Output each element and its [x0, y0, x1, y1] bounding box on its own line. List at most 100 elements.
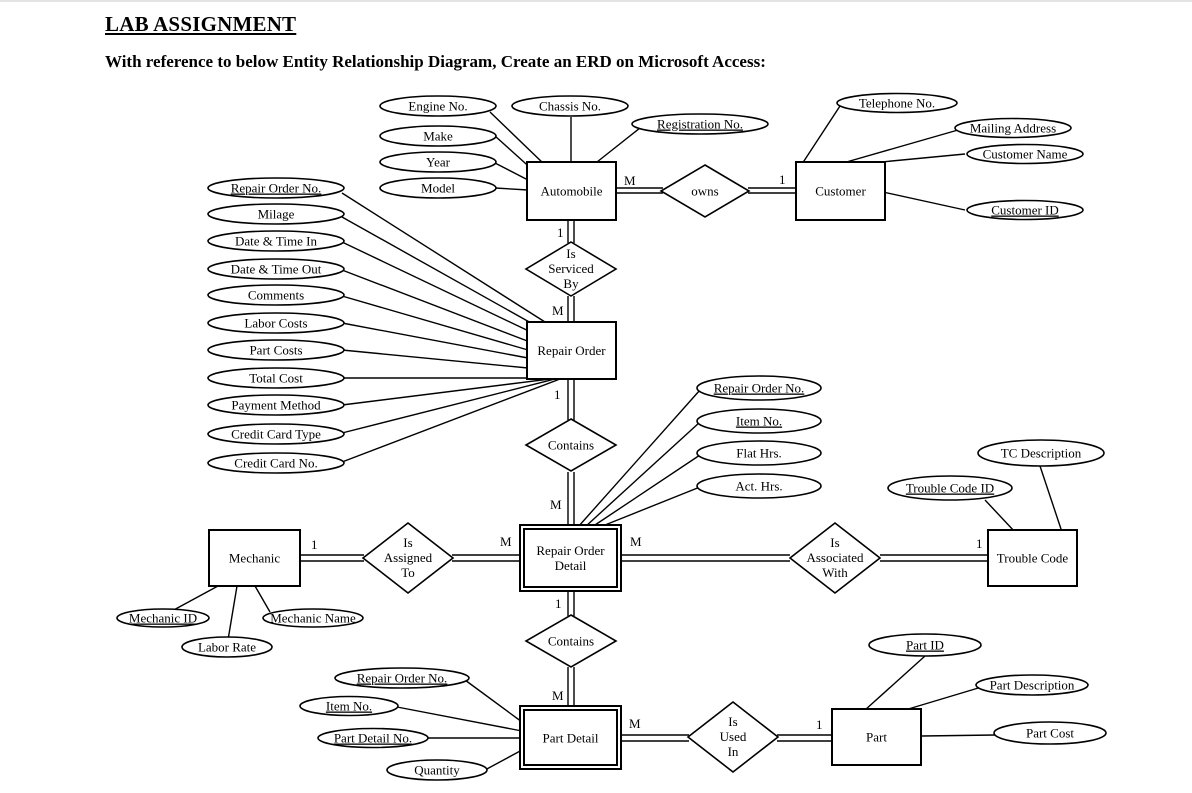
- svg-text:Payment Method: Payment Method: [231, 398, 321, 413]
- attr-credit-card-no: Credit Card No.: [207, 452, 345, 474]
- attr-year: Year: [379, 151, 497, 173]
- entity-repair-order: Repair Order: [526, 321, 617, 380]
- svg-text:Customer Name: Customer Name: [983, 147, 1068, 162]
- card-ro-serviced: M: [552, 303, 564, 318]
- svg-text:Part Cost: Part Cost: [1026, 726, 1074, 741]
- relationship-connectors: [300, 187, 988, 742]
- svg-text:Repair Order No.: Repair Order No.: [231, 181, 322, 196]
- attr-credit-card-type: Credit Card Type: [207, 423, 345, 445]
- svg-text:Repair Order No.: Repair Order No.: [357, 671, 448, 686]
- svg-text:Flat Hrs.: Flat Hrs.: [736, 446, 782, 461]
- svg-text:Model: Model: [421, 181, 455, 196]
- svg-text:Automobile: Automobile: [540, 184, 602, 199]
- rel-owns: owns: [659, 164, 751, 218]
- svg-text:Year: Year: [426, 155, 451, 170]
- attr-labor-costs: Labor Costs: [207, 312, 345, 334]
- attr-customer-name: Customer Name: [966, 143, 1084, 165]
- svg-text:Is: Is: [566, 246, 575, 261]
- rel-is-serviced-by: Is Serviced By: [524, 241, 618, 297]
- svg-text:Quantity: Quantity: [414, 763, 460, 778]
- svg-text:Detail: Detail: [555, 558, 587, 573]
- attr-date-time-in: Date & Time In: [207, 230, 345, 252]
- svg-text:Trouble Code: Trouble Code: [997, 551, 1069, 566]
- rel-is-assigned-to: Is Assigned To: [361, 521, 455, 595]
- svg-text:In: In: [728, 744, 739, 759]
- svg-text:Assigned: Assigned: [384, 550, 433, 565]
- svg-text:Credit Card Type: Credit Card Type: [231, 427, 321, 442]
- attr-part-id: Part ID: [868, 633, 982, 657]
- attr-ro-repair-order-no: Repair Order No.: [207, 177, 345, 199]
- attr-mailing-address: Mailing Address: [954, 117, 1072, 139]
- attr-tc-description: TC Description: [977, 439, 1105, 467]
- entity-repair-order-detail: Repair Order Detail: [519, 524, 622, 592]
- card-auto-owns: M: [624, 173, 636, 188]
- attr-payment-method: Payment Method: [207, 394, 345, 416]
- rel-contains-rod-pd: Contains: [524, 614, 618, 668]
- svg-text:Milage: Milage: [258, 207, 295, 222]
- svg-text:Item No.: Item No.: [326, 699, 372, 714]
- card-auto-serviced: 1: [557, 225, 564, 240]
- card-rod-associated: M: [630, 534, 642, 549]
- svg-text:Customer: Customer: [815, 184, 866, 199]
- svg-text:Part Detail No.: Part Detail No.: [334, 731, 412, 746]
- attr-comments: Comments: [207, 284, 345, 306]
- svg-text:Repair Order: Repair Order: [537, 343, 606, 358]
- svg-text:Total Cost: Total Cost: [249, 371, 303, 386]
- svg-text:Date & Time In: Date & Time In: [235, 234, 317, 249]
- svg-text:Registration No.: Registration No.: [657, 117, 743, 132]
- attr-telephone-no: Telephone No.: [836, 92, 958, 114]
- card-pd-contains2: M: [552, 688, 564, 703]
- card-mechanic-assigned: 1: [311, 537, 318, 552]
- card-rod-assigned: M: [500, 534, 512, 549]
- svg-text:Labor Rate: Labor Rate: [198, 640, 256, 655]
- attr-milage: Milage: [207, 203, 345, 225]
- attr-quantity: Quantity: [386, 759, 488, 781]
- card-ro-contains: 1: [554, 387, 561, 402]
- rel-is-used-in: Is Used In: [686, 700, 780, 774]
- attr-part-cost: Part Cost: [993, 721, 1107, 745]
- svg-text:Customer ID: Customer ID: [991, 203, 1059, 218]
- svg-text:Is: Is: [830, 535, 839, 550]
- top-rule: [0, 0, 1192, 2]
- attr-rod-repair-order-no: Repair Order No.: [696, 375, 822, 401]
- instruction-text: With reference to below Entity Relations…: [105, 52, 766, 71]
- svg-text:Item No.: Item No.: [736, 414, 782, 429]
- svg-text:Comments: Comments: [248, 288, 304, 303]
- attr-part-costs: Part Costs: [207, 339, 345, 361]
- page-title: LAB ASSIGNMENT: [105, 12, 297, 36]
- attr-mechanic-id: Mechanic ID: [116, 608, 210, 628]
- svg-text:Engine No.: Engine No.: [408, 99, 467, 114]
- svg-text:Contains: Contains: [548, 438, 594, 453]
- attr-labor-rate: Labor Rate: [181, 636, 273, 658]
- card-pd-used: M: [629, 716, 641, 731]
- card-rod-contains: M: [550, 497, 562, 512]
- svg-text:Is: Is: [728, 714, 737, 729]
- attr-chassis-no: Chassis No.: [511, 95, 629, 117]
- attr-rod-item-no: Item No.: [696, 408, 822, 434]
- svg-text:owns: owns: [691, 184, 718, 199]
- cardinality-labels: M 1 1 M 1 M 1 M M 1 1 M M 1: [311, 172, 983, 732]
- rel-is-associated-with: Is Associated With: [788, 521, 882, 595]
- attr-part-detail-no: Part Detail No.: [317, 727, 429, 749]
- svg-text:Trouble Code ID: Trouble Code ID: [906, 481, 994, 496]
- svg-text:Part Costs: Part Costs: [249, 343, 302, 358]
- svg-text:Telephone No.: Telephone No.: [859, 96, 935, 111]
- card-tc-associated: 1: [976, 536, 983, 551]
- svg-text:Part Detail: Part Detail: [543, 731, 599, 746]
- svg-text:Mailing Address: Mailing Address: [970, 121, 1056, 136]
- attr-act-hrs: Act. Hrs.: [696, 473, 822, 499]
- attr-make: Make: [379, 125, 497, 147]
- svg-text:Mechanic Name: Mechanic Name: [270, 611, 356, 626]
- attr-total-cost: Total Cost: [207, 367, 345, 389]
- attr-engine-no: Engine No.: [379, 95, 497, 117]
- svg-text:Labor Costs: Labor Costs: [244, 316, 307, 331]
- svg-text:Credit Card No.: Credit Card No.: [234, 456, 317, 471]
- svg-text:Repair Order: Repair Order: [536, 543, 605, 558]
- svg-text:Act. Hrs.: Act. Hrs.: [735, 479, 782, 494]
- card-rod-contains2: 1: [555, 596, 562, 611]
- svg-text:TC Description: TC Description: [1001, 446, 1082, 461]
- rel-contains-ro-rod: Contains: [524, 418, 618, 472]
- entity-part-detail: Part Detail: [519, 705, 622, 770]
- svg-text:To: To: [401, 565, 415, 580]
- svg-text:Part Description: Part Description: [990, 678, 1075, 693]
